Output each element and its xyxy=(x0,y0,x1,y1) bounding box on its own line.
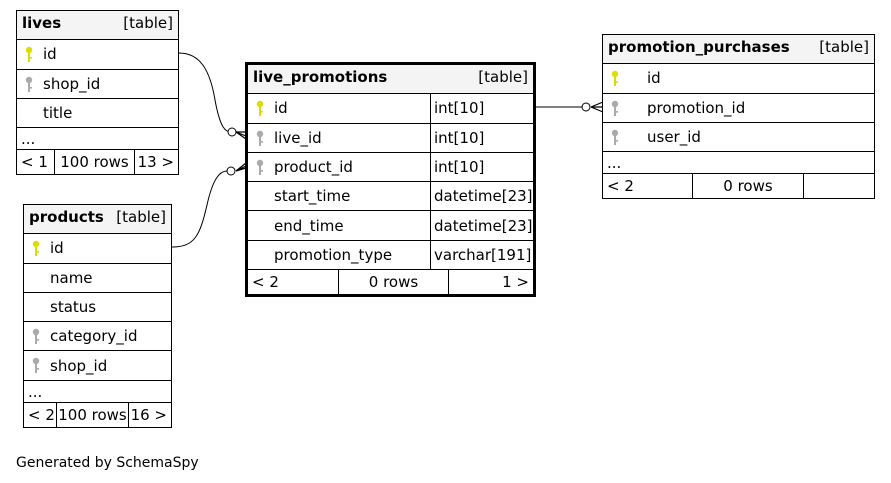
children-count[interactable]: 16 > xyxy=(128,402,171,427)
primary-key-icon xyxy=(256,101,264,117)
column-type: datetime[23] xyxy=(430,211,533,240)
row-count: 100 rows xyxy=(54,150,134,175)
column-row: user_id xyxy=(603,123,874,153)
parents-count[interactable]: < 2 xyxy=(28,405,55,424)
column-name[interactable]: status xyxy=(50,298,97,317)
primary-key-icon xyxy=(611,71,619,87)
table-name[interactable]: promotion_purchases xyxy=(608,38,790,56)
more-columns-ellipsis[interactable]: ... xyxy=(28,382,43,401)
column-name[interactable]: name xyxy=(50,268,93,287)
children-count[interactable]: 13 > xyxy=(134,150,178,175)
table-type: [table] xyxy=(123,14,173,32)
more-columns-ellipsis[interactable]: ... xyxy=(607,154,622,173)
column-name[interactable]: id xyxy=(43,45,57,64)
foreign-key-icon xyxy=(256,159,264,175)
column-row: id xyxy=(24,234,171,264)
column-name[interactable]: shop_id xyxy=(43,74,101,93)
column-name[interactable]: product_id xyxy=(274,158,353,177)
table-type: [table] xyxy=(116,208,166,226)
row-count: 100 rows xyxy=(56,402,128,427)
children-count[interactable]: 1 > xyxy=(448,270,533,295)
table-header: promotion_purchases [table] xyxy=(603,35,874,65)
edge-optional-marker xyxy=(581,102,591,112)
edge-optional-marker xyxy=(226,166,236,176)
table-live-promotions: live_promotions [table] id int[10] live_… xyxy=(245,62,536,298)
table-name[interactable]: lives xyxy=(22,14,62,32)
parents-count[interactable]: < 2 xyxy=(252,273,279,292)
table-type: [table] xyxy=(478,68,528,86)
primary-key-icon xyxy=(25,47,33,63)
column-name[interactable]: promotion_id xyxy=(647,98,746,117)
column-row: end_time datetime[23] xyxy=(248,211,533,241)
column-row: id xyxy=(17,40,178,70)
edge-many-marker xyxy=(235,162,247,172)
column-name[interactable]: title xyxy=(43,104,73,123)
column-row: product_id int[10] xyxy=(248,152,533,183)
column-row: status xyxy=(24,293,171,323)
children-count[interactable] xyxy=(803,174,874,199)
table-type: [table] xyxy=(819,38,869,56)
edge-many-marker xyxy=(235,131,247,140)
column-type: int[10] xyxy=(430,123,533,152)
column-name[interactable]: start_time xyxy=(274,187,351,206)
foreign-key-icon xyxy=(611,129,619,145)
column-row: start_time datetime[23] xyxy=(248,182,533,212)
more-columns-row: ... xyxy=(17,128,178,151)
column-name[interactable]: shop_id xyxy=(50,356,108,375)
table-footer: < 2 0 rows 1 > xyxy=(248,270,533,295)
table-products: products [table] id name status category… xyxy=(23,204,172,428)
column-row: id xyxy=(603,64,874,94)
column-name[interactable]: id xyxy=(274,99,288,118)
column-name[interactable]: user_id xyxy=(647,128,701,147)
column-name[interactable]: live_id xyxy=(274,128,322,147)
edge-optional-marker xyxy=(227,127,237,137)
table-footer: < 2 0 rows xyxy=(603,174,874,199)
edge-products-live-promotions xyxy=(171,170,228,248)
column-type: varchar[191] xyxy=(430,240,533,270)
more-columns-ellipsis[interactable]: ... xyxy=(21,130,36,149)
column-name[interactable]: id xyxy=(50,239,64,258)
parents-count[interactable]: < 1 xyxy=(21,153,48,172)
edge-many-marker xyxy=(590,101,604,113)
column-row: live_id int[10] xyxy=(248,123,533,153)
table-footer: < 2 100 rows 16 > xyxy=(24,402,171,427)
edge-lives-live-promotions xyxy=(178,52,232,133)
table-name[interactable]: live_promotions xyxy=(253,68,388,86)
column-type: datetime[23] xyxy=(430,182,533,211)
table-header: lives [table] xyxy=(17,11,178,41)
parents-count[interactable]: < 2 xyxy=(607,177,634,196)
column-row: category_id xyxy=(24,322,171,352)
column-row: title xyxy=(17,99,178,129)
table-footer: < 1 100 rows 13 > xyxy=(17,150,178,175)
column-row: promotion_type varchar[191] xyxy=(248,240,533,271)
row-count: 0 rows xyxy=(338,270,448,295)
column-name[interactable]: promotion_type xyxy=(274,245,393,264)
primary-key-icon xyxy=(32,241,40,257)
row-count: 0 rows xyxy=(692,174,803,199)
table-lives: lives [table] id shop_id title ... < 1 1… xyxy=(16,10,179,176)
table-header: live_promotions [table] xyxy=(248,65,533,95)
generator-credit: Generated by SchemaSpy xyxy=(16,455,199,471)
foreign-key-icon xyxy=(611,100,619,116)
column-row: shop_id xyxy=(17,70,178,99)
foreign-key-icon xyxy=(25,76,33,92)
more-columns-row: ... xyxy=(24,381,171,403)
column-row: name xyxy=(24,264,171,293)
column-row: promotion_id xyxy=(603,94,874,123)
column-type: int[10] xyxy=(430,152,533,182)
foreign-key-icon xyxy=(32,328,40,345)
table-header: products [table] xyxy=(24,205,171,235)
column-name[interactable]: end_time xyxy=(274,216,344,235)
column-type: int[10] xyxy=(430,94,533,123)
column-name[interactable]: id xyxy=(647,69,661,88)
column-name[interactable]: category_id xyxy=(50,327,138,346)
table-promotion-purchases: promotion_purchases [table] id promotion… xyxy=(602,34,875,200)
column-row: shop_id xyxy=(24,351,171,381)
more-columns-row: ... xyxy=(603,152,874,175)
column-row: id int[10] xyxy=(248,94,533,124)
foreign-key-icon xyxy=(256,130,264,146)
foreign-key-icon xyxy=(32,358,40,374)
table-name[interactable]: products xyxy=(29,208,104,226)
